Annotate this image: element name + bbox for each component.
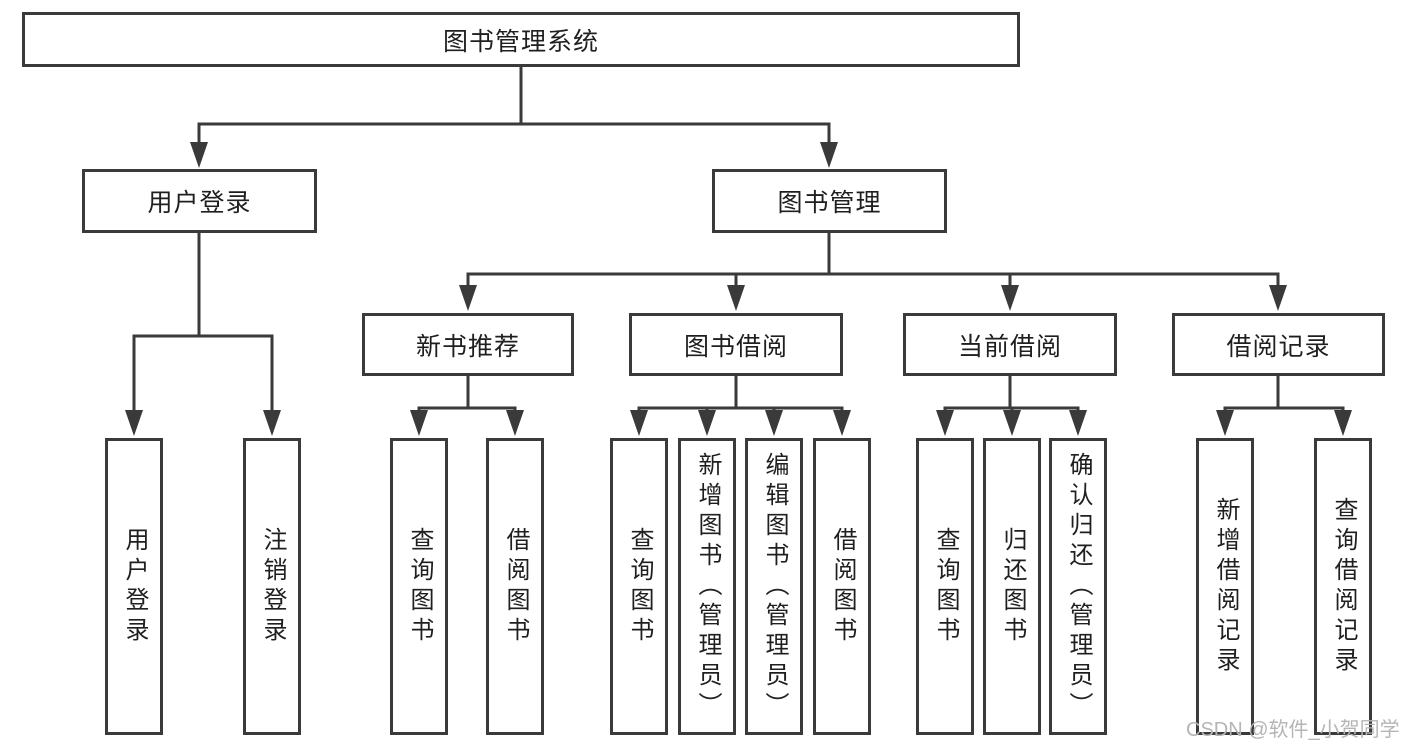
leaf-label: 查询图书 — [932, 526, 959, 647]
node-label: 新书推荐 — [415, 332, 520, 361]
leaf-label: 编辑图书（管理员） — [761, 451, 788, 722]
leaf-label: 查询借阅记录 — [1330, 496, 1357, 677]
leaf-label: 查询图书 — [626, 526, 653, 647]
leaf-label: 归还图书 — [999, 526, 1026, 647]
node-label: 图书管理 — [777, 189, 882, 217]
leaf-query-books-current: 查询图书 — [916, 438, 974, 735]
csdn-watermark: CSDN @软件_小贺同学 — [1186, 719, 1400, 741]
node-current-borrowing: 当前借阅 — [903, 313, 1117, 376]
leaf-label: 新增图书（管理员） — [694, 451, 721, 722]
leaf-confirm-return-admin: 确认归还（管理员） — [1049, 438, 1107, 735]
node-label: 用户登录 — [147, 189, 252, 217]
leaf-label: 新增借阅记录 — [1212, 496, 1239, 677]
leaf-label: 注销登录 — [259, 526, 286, 647]
leaf-add-borrow-record: 新增借阅记录 — [1196, 438, 1254, 735]
node-label: 图书借阅 — [683, 332, 788, 361]
leaf-label: 借阅图书 — [502, 526, 529, 647]
node-label: 图书管理系统 — [442, 27, 599, 56]
leaf-label: 确认归还（管理员） — [1065, 451, 1092, 722]
leaf-edit-books-admin: 编辑图书（管理员） — [745, 438, 803, 735]
leaf-query-books-borrowing: 查询图书 — [610, 438, 668, 735]
leaf-label: 查询图书 — [406, 526, 433, 647]
leaf-label: 用户登录 — [121, 526, 148, 647]
leaf-query-borrow-record: 查询借阅记录 — [1314, 438, 1372, 735]
leaf-return-books: 归还图书 — [983, 438, 1041, 735]
leaf-query-books-recommend: 查询图书 — [390, 438, 448, 735]
node-label: 借阅记录 — [1226, 332, 1331, 361]
node-new-book-recommend: 新书推荐 — [362, 313, 574, 376]
leaf-logout: 注销登录 — [243, 438, 301, 735]
node-user-login-branch: 用户登录 — [82, 169, 317, 233]
node-borrowing-records: 借阅记录 — [1172, 313, 1385, 376]
leaf-user-login: 用户登录 — [105, 438, 163, 735]
leaf-add-books-admin: 新增图书（管理员） — [678, 438, 736, 735]
leaf-borrow-books: 借阅图书 — [813, 438, 871, 735]
leaf-borrow-books-recommend: 借阅图书 — [486, 438, 544, 735]
node-book-borrowing: 图书借阅 — [629, 313, 843, 376]
node-book-management-branch: 图书管理 — [712, 169, 947, 233]
node-label: 当前借阅 — [957, 332, 1062, 361]
node-library-system: 图书管理系统 — [22, 12, 1020, 67]
leaf-label: 借阅图书 — [829, 526, 856, 647]
